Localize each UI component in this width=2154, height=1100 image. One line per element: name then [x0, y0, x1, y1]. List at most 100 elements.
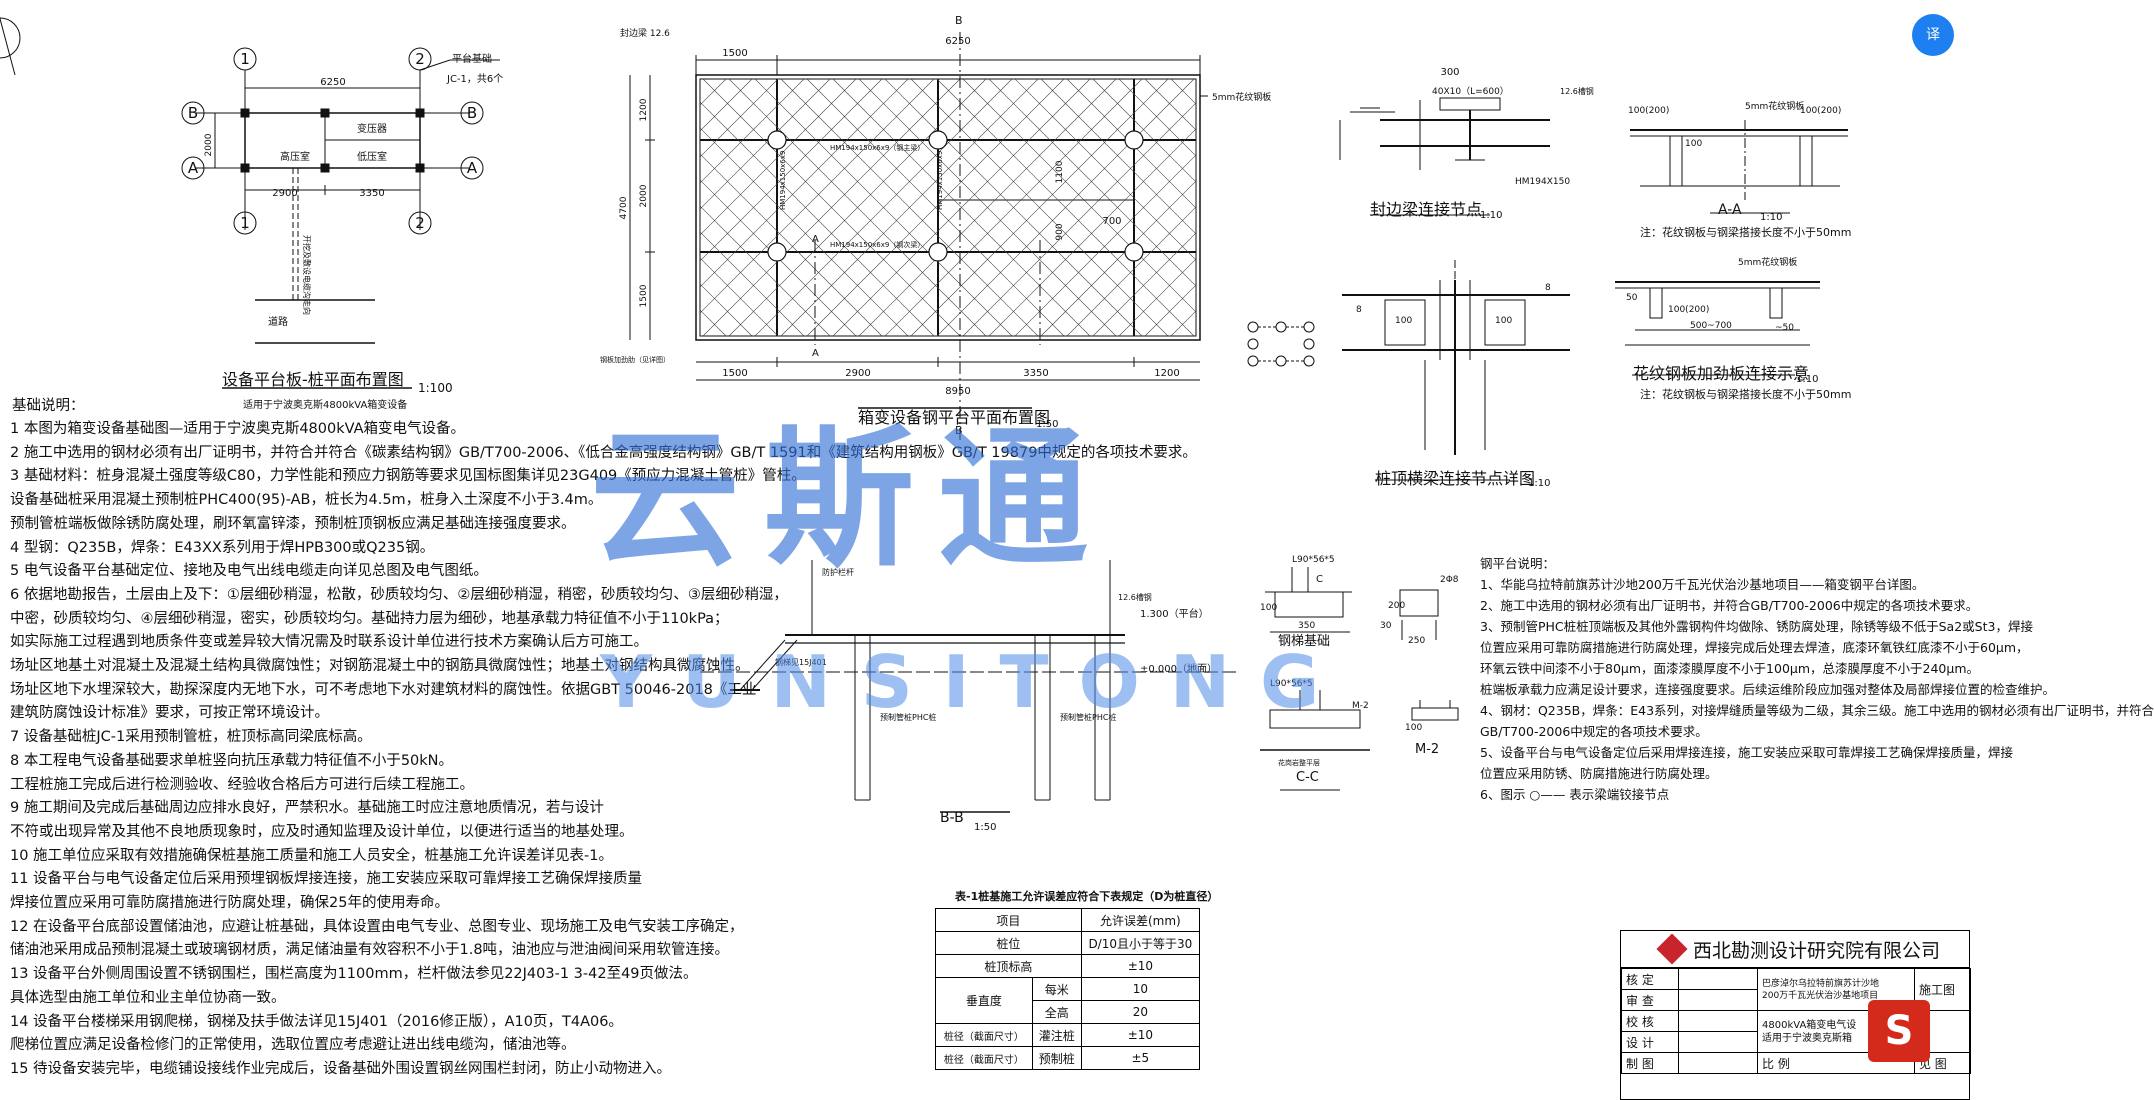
label-hm2b: HM194x150x6x9	[936, 151, 944, 210]
hatch-line	[1066, 206, 1196, 336]
pile-dim-100b: 100	[1495, 316, 1512, 326]
note-line: 11 设备平台与电气设备定位后采用预埋钢板焊接连接，施工安装应采取可靠焊接工艺确…	[10, 871, 643, 888]
plan2-scale: 1:50	[1036, 419, 1059, 430]
note-line: 焊接位置应采用可靠防腐措施进行防腐处理，确保25年的使用寿命。	[10, 895, 449, 912]
m2-d8: 2Φ8	[1440, 575, 1459, 585]
note-line: 9 施工期间及完成后基础周边应排水良好，严禁积水。基础施工时应注意地质情况，若与…	[10, 800, 604, 817]
m2-title: M-2	[1415, 742, 1440, 757]
s-app-icon[interactable]: S	[1868, 1000, 1930, 1062]
translate-button[interactable]: 译	[1912, 14, 1954, 56]
hatch-line	[700, 79, 831, 210]
tb-drawing-line1: 4800kVA箱变电气设	[1762, 1019, 1857, 1031]
note-line: 场址区地基土对混凝土及混凝土结构具微腐蚀性；对钢筋混凝土中的钢筋具微腐蚀性；地基…	[10, 658, 750, 675]
hatch-line	[700, 79, 883, 262]
stiff-scale: 1:10	[1796, 374, 1819, 385]
bb-stair: 钢梯见15J401	[775, 657, 827, 667]
table-row: 审 查	[1621, 989, 1971, 1011]
room-low: 低压室	[357, 150, 387, 163]
hatch-line	[700, 79, 779, 158]
hatch-line	[884, 79, 1143, 336]
axis-A-left: A	[188, 159, 199, 177]
table-row: 校 核 4800kVA箱变电气设 适用于宁波奥克斯箱	[1621, 1010, 1971, 1053]
m2-d30: 30	[1380, 621, 1392, 631]
note-line: 场址区地下水埋深较大，勘探深度内无地下水，可不考虑地下水对建筑材料的腐蚀性。依据…	[10, 681, 757, 698]
steel-note-line: 6、图示 ○—— 表示梁端铰接节点	[1480, 787, 1670, 802]
tb-project-line1: 巴彦淖尔乌拉特前旗苏计沙地	[1762, 978, 1880, 989]
company-name: 西北勘测设计研究院有限公司	[1693, 939, 1941, 962]
title-block-header: 西北勘测设计研究院有限公司	[1621, 931, 1969, 968]
stair-d100: 100	[1260, 603, 1277, 613]
note-line: 如实际施工过程遇到地质条件变或差异较大情况需及时联系设计单位进行技术方案确认后方…	[10, 634, 648, 651]
table-row: 全高 20	[936, 1000, 1201, 1024]
m2-d250: 250	[1408, 636, 1425, 646]
plan2-drawing	[629, 32, 1208, 440]
note-line: 不符或出现异常及其他不良地质现象时，应及时通知监理及设计单位，以便进行适当的地基…	[10, 823, 634, 840]
plan2-dim-left1: 1200	[639, 98, 649, 121]
hatch-line	[754, 79, 1013, 336]
table-row: 项目 允许误差(mm)	[935, 908, 1201, 932]
aa-dim-100c: 100	[1685, 139, 1702, 149]
stiff-dim-50b: ~50	[1775, 323, 1794, 333]
room-high: 高压室	[280, 150, 310, 163]
plate-hatch	[700, 79, 1196, 336]
edge-detail-drawing	[1339, 97, 1550, 216]
cell-value: ±5	[1080, 1046, 1201, 1070]
cell-value: ±10	[1080, 954, 1201, 978]
plan2-dim-b4: 1200	[1154, 368, 1179, 379]
cc-title: C-C	[1296, 770, 1319, 785]
hatch-line	[700, 79, 805, 184]
axis-1-bottom: 1	[240, 214, 250, 232]
label-edge-beam: 封边梁 12.6	[620, 27, 670, 39]
axis-2-bottom: 2	[415, 214, 425, 232]
edge-dim-4010: 40X10（L=600）	[1432, 86, 1509, 97]
bb-pile-1: 预制管桩PHC桩	[880, 712, 936, 722]
section-mark-A-2: A	[812, 348, 819, 359]
plan2-dim-lefttot: 4700	[619, 196, 629, 219]
tolerance-table-title: 表-1桩基施工允许误差应符合下表规定（D为桩直径）	[955, 890, 1219, 903]
tb-project-line2: 200万千瓦光伏治沙基地项目	[1762, 990, 1879, 1001]
aa-detail-drawing	[1630, 120, 1848, 214]
stiff-dim-500: 500~700	[1690, 321, 1732, 331]
hatch-line	[700, 79, 857, 236]
tb-blank	[1678, 1052, 1758, 1074]
company-logo-icon	[1656, 933, 1688, 965]
plan1-drawing	[181, 47, 500, 389]
plan2-dim-b1: 1500	[722, 368, 747, 379]
tolerance-table: 项目 允许误差(mm) 桩位 D/10且小于等于30 桩顶标高 ±10 垂直度 …	[935, 908, 1201, 1070]
hatch-line	[1144, 284, 1196, 336]
bb-pile-2: 预制管桩PHC桩	[1060, 712, 1116, 722]
steel-note-line: 桩端板承载力应满足设计要求，连接强度要求。后续运维阶段应加强对整体及局部焊接位置…	[1480, 682, 2056, 697]
drawing-canvas: 1 2 1 2 B B A A 6250 2900 3350 2000 高压室 …	[0, 14, 1848, 813]
plan2-dim-b2: 2900	[845, 368, 870, 379]
edge-label-hm: HM194X150	[1515, 177, 1570, 187]
steel-notes-list: 1、华能乌拉特前旗苏计沙地200万千瓦光伏治沙基地项目——箱变钢平台详图。 2、…	[1480, 574, 2154, 805]
note-line: 工程桩施工完成后进行检测验收、经验收合格后方可进行后续工程施工。	[10, 776, 474, 793]
note-line: 中密，砂质较均匀、④层细砂稍湿，密实，砂质较均匀。基础持力层为细砂，地基承载力特…	[10, 610, 729, 627]
aa-title: A-A	[1718, 202, 1742, 218]
note-line: 12 在设备平台底部设置储油池，应避让桩基础，具体设置由电气专业、总图专业、现场…	[10, 918, 744, 935]
table-row: 桩位 D/10且小于等于30	[935, 931, 1201, 955]
cell-value: ±10	[1080, 1023, 1201, 1047]
cell-sub: 每米	[1031, 977, 1082, 1001]
note-line: 爬梯位置应满足设备检修门的正常使用，选取位置应考虑避让进出线电缆沟，储油池等。	[10, 1037, 576, 1054]
cell-value: 10	[1080, 977, 1201, 1001]
stiff-detail-drawing	[1615, 281, 1820, 376]
tb-blank	[1678, 1010, 1758, 1032]
hinge-symbols	[1247, 321, 1315, 367]
steel-note-line: 5、设备平台与电气设备定位后采用焊接连接，施工安装应采取可靠焊接工艺确保焊接质量…	[1480, 745, 2013, 760]
hatch-line	[910, 79, 1169, 336]
label-road: 道路	[268, 315, 288, 328]
m2-d100: 100	[1405, 723, 1422, 733]
pile-weld-2: 8	[1545, 283, 1551, 293]
stiff-label-plate: 5mm花纹钢板	[1738, 256, 1797, 268]
hatch-line	[700, 79, 935, 314]
table-row: 桩顶标高 ±10	[935, 954, 1201, 978]
steel-note-line: 4、钢材：Q235B，焊条：E43系列，对接焊缝质量等级为二级，其余三级。施工中…	[1480, 703, 2154, 718]
stair-l90: L90*56*5	[1292, 555, 1335, 565]
note-line: 13 设备平台外侧周围设置不锈钢围栏，围栏高度为1100mm，栏杆做法参见22J…	[10, 966, 698, 983]
hatch-line	[700, 79, 909, 288]
cc-l90: L90*56*5	[1270, 679, 1313, 689]
aa-dim-100b: 100(200)	[1800, 106, 1841, 116]
table-row: 桩径（截面尺寸） 预制桩 ±5	[935, 1046, 1201, 1070]
tb-project: 巴彦淖尔乌拉特前旗苏计沙地 200万千瓦光伏治沙基地项目	[1757, 968, 1915, 1011]
